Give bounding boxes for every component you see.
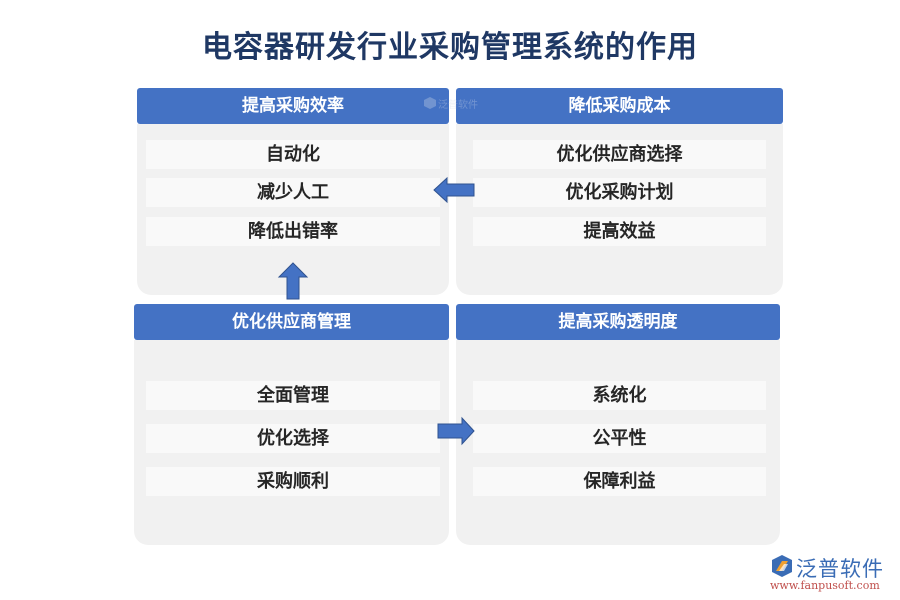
panel-header: 优化供应商管理 xyxy=(134,304,449,340)
panel-header: 提高采购透明度 xyxy=(456,304,780,340)
list-item: 保障利益 xyxy=(473,467,766,496)
list-item: 优化选择 xyxy=(146,424,440,453)
panel-header: 提高采购效率 xyxy=(137,88,449,124)
arrow-up-icon xyxy=(277,262,309,300)
panel-improve-transparency: 提高采购透明度 系统化 公平性 保障利益 xyxy=(456,304,780,545)
arrow-right-icon xyxy=(437,416,475,446)
watermark: 泛普软件 xyxy=(424,96,484,111)
page-title: 电容器研发行业采购管理系统的作用 xyxy=(202,30,698,65)
list-item: 优化采购计划 xyxy=(473,178,766,207)
panel-reduce-cost: 降低采购成本 优化供应商选择 优化采购计划 提高效益 xyxy=(456,88,783,295)
brand-logo: 泛普软件 www.fanpusoft.com xyxy=(770,553,895,595)
watermark-logo-icon xyxy=(424,97,436,109)
list-item: 系统化 xyxy=(473,381,766,410)
panel-optimize-supplier: 优化供应商管理 全面管理 优化选择 采购顺利 xyxy=(134,304,449,545)
logo-name: 泛普软件 xyxy=(796,557,884,581)
fanpu-logo-icon xyxy=(772,555,792,577)
logo-url: www.fanpusoft.com xyxy=(770,579,880,592)
panel-improve-efficiency: 提高采购效率 自动化 减少人工 降低出错率 xyxy=(137,88,449,295)
list-item: 减少人工 xyxy=(146,178,440,207)
watermark-text: 泛普软件 xyxy=(438,100,478,111)
list-item: 全面管理 xyxy=(146,381,440,410)
list-item: 采购顺利 xyxy=(146,467,440,496)
list-item: 自动化 xyxy=(146,140,440,169)
arrow-left-icon xyxy=(433,176,475,204)
list-item: 公平性 xyxy=(473,424,766,453)
list-item: 降低出错率 xyxy=(146,217,440,246)
list-item: 提高效益 xyxy=(473,217,766,246)
list-item: 优化供应商选择 xyxy=(473,140,766,169)
panel-header: 降低采购成本 xyxy=(456,88,783,124)
